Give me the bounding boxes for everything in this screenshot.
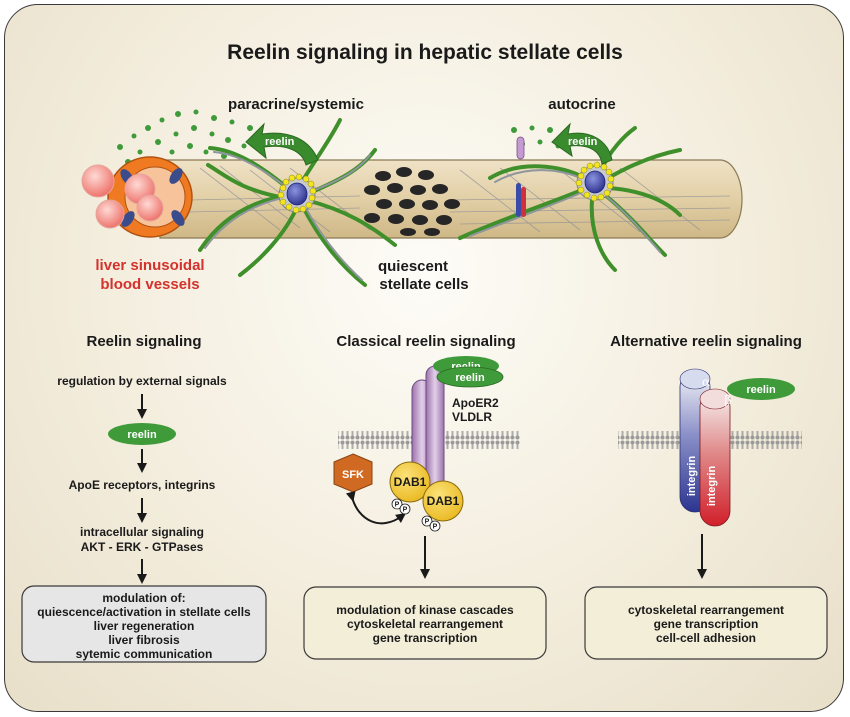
stellate-label-line1: quiescent xyxy=(378,258,448,275)
phospho-label-1: P xyxy=(395,502,400,509)
receptor-label-apoer2: ApoER2 xyxy=(452,396,499,410)
left-step-receptors: ApoE receptors, integrins xyxy=(69,478,216,492)
phospho-label-2: P xyxy=(403,507,408,514)
figure-title: Reelin signaling in hepatic stellate cel… xyxy=(227,41,623,64)
dab1-right xyxy=(422,480,464,522)
left-box-line-3: liver regeneration xyxy=(94,619,195,633)
fenestrae xyxy=(364,167,460,236)
secreted-reelin-dots xyxy=(117,109,561,165)
middle-box-line-3: gene transcription xyxy=(373,631,478,645)
phospho-label-3: P xyxy=(425,519,430,526)
integrin-label-alpha: integrin xyxy=(686,456,698,497)
right-reelin-label: reelin xyxy=(746,384,776,396)
phospho-groups: P P P P xyxy=(391,498,441,532)
reelin-arrow-label-2: reelin xyxy=(568,136,598,148)
right-box-line-2: gene transcription xyxy=(654,617,759,631)
sfk-label: SFK xyxy=(342,469,364,481)
receptor-label-vldlr: VLDLR xyxy=(452,410,492,424)
middle-heading: Classical reelin signaling xyxy=(336,333,515,350)
right-box-line-1: cytoskeletal rearrangement xyxy=(628,603,784,617)
left-box-line-1: modulation of: xyxy=(102,591,185,605)
panel-classical-signaling: Classical reelin signaling reelin reelin… xyxy=(303,333,547,660)
left-box-line-2: quiescence/activation in stellate cells xyxy=(37,605,251,619)
middle-box-line-1: modulation of kinase cascades xyxy=(336,603,514,617)
middle-box-line-2: cytoskeletal rearrangement xyxy=(347,617,503,631)
left-heading: Reelin signaling xyxy=(86,333,201,350)
panel-alternative-signaling: Alternative reelin signaling α β reelin … xyxy=(584,333,828,660)
left-outcome-box xyxy=(21,585,267,663)
left-step-external-signals: regulation by external signals xyxy=(57,374,227,388)
left-step-pathways: AKT - ERK - GTPases xyxy=(81,540,204,554)
dab1-left xyxy=(389,461,431,503)
middle-reelin-2 xyxy=(436,366,504,388)
autocrine-label: autocrine xyxy=(548,96,616,113)
left-box-line-5: sytemic communication xyxy=(76,647,213,661)
vessels-label-line2: blood vessels xyxy=(100,276,199,293)
left-step-intracellular: intracellular signaling xyxy=(80,525,204,539)
sinusoid-vessel xyxy=(81,156,743,239)
integrin-label-beta: integrin xyxy=(706,466,718,507)
integrin-beta-subunit xyxy=(699,388,731,527)
stellate-cell-paracrine: reelin xyxy=(198,118,397,287)
right-heading: Alternative reelin signaling xyxy=(610,333,802,350)
left-reelin-label: reelin xyxy=(127,429,157,441)
panel-reelin-signaling: Reelin signaling regulation by external … xyxy=(21,333,267,663)
middle-outcome-box xyxy=(303,586,547,660)
vessels-label-line1: liver sinusoidal xyxy=(95,257,204,274)
reelin-arrow-label: reelin xyxy=(265,136,295,148)
paracrine-label: paracrine/systemic xyxy=(228,96,364,113)
alpha-label: α xyxy=(702,375,710,389)
left-reelin-pill xyxy=(108,423,176,445)
right-box-line-3: cell-cell adhesion xyxy=(656,631,756,645)
stellate-cell-autocrine: reelin xyxy=(458,122,682,272)
stellate-label-line2: stellate cells xyxy=(379,276,468,293)
beta-label: β xyxy=(725,393,732,407)
right-outcome-box xyxy=(584,586,828,660)
dab1-left-label: DAB1 xyxy=(394,475,427,489)
phospho-label-4: P xyxy=(433,524,438,531)
left-box-line-4: liver fibrosis xyxy=(108,633,180,647)
sfk-dab1-arrow xyxy=(345,490,407,525)
middle-reelin-2-label: reelin xyxy=(455,372,485,384)
red-blood-cells xyxy=(81,164,164,229)
right-reelin xyxy=(727,378,795,400)
dab1-right-label: DAB1 xyxy=(427,494,460,508)
